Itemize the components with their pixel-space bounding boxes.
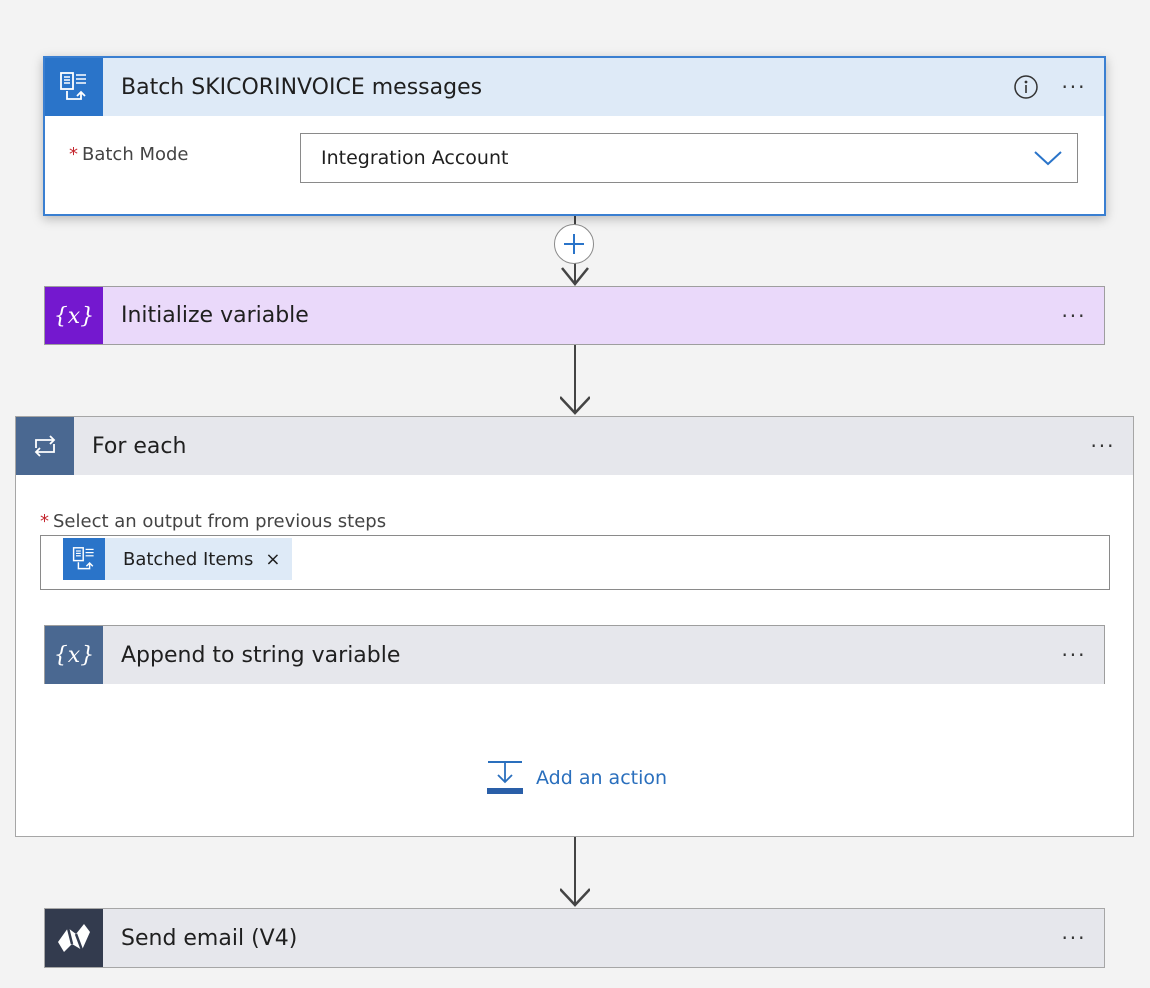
- add-action-label: Add an action: [536, 767, 668, 789]
- plus-icon: [564, 234, 584, 254]
- info-icon: [1014, 75, 1038, 99]
- svg-text:{x}: {x}: [54, 643, 94, 668]
- svg-text:{x}: {x}: [54, 304, 94, 329]
- connector-init-to-foreach: [560, 345, 590, 415]
- batch-icon: [63, 538, 105, 580]
- variable-icon: {x}: [45, 287, 103, 344]
- more-options-button[interactable]: ···: [1061, 926, 1087, 950]
- batch-mode-label: *Batch Mode: [69, 144, 189, 165]
- append-variable-card[interactable]: {x} Append to string variable ···: [44, 625, 1105, 684]
- send-email-title: Send email (V4): [121, 925, 298, 951]
- more-options-button[interactable]: ···: [1090, 434, 1116, 458]
- select-output-input[interactable]: Batched Items ×: [40, 535, 1110, 590]
- send-email-card[interactable]: Send email (V4) ···: [44, 908, 1105, 968]
- remove-token-button[interactable]: ×: [265, 548, 281, 570]
- initialize-variable-title: Initialize variable: [121, 303, 309, 328]
- send-email-header[interactable]: Send email (V4) ···: [45, 909, 1104, 967]
- batched-items-token[interactable]: Batched Items ×: [63, 538, 293, 580]
- add-action-icon: [487, 761, 523, 794]
- initialize-variable-header[interactable]: {x} Initialize variable ···: [45, 287, 1104, 344]
- select-output-label: *Select an output from previous steps: [40, 511, 387, 532]
- loop-icon: [16, 417, 74, 475]
- append-variable-title: Append to string variable: [121, 642, 401, 668]
- insert-step-button[interactable]: [554, 224, 594, 264]
- more-options-button[interactable]: ···: [1061, 303, 1087, 328]
- more-options-button[interactable]: ···: [1061, 643, 1087, 667]
- variable-icon: {x}: [45, 626, 103, 684]
- add-action-button[interactable]: Add an action: [486, 759, 667, 797]
- foreach-title: For each: [92, 433, 187, 459]
- foreach-header[interactable]: For each ···: [16, 417, 1133, 475]
- connector-foreach-to-email: [560, 837, 590, 907]
- batch-icon: [45, 58, 103, 116]
- append-variable-header[interactable]: {x} Append to string variable ···: [45, 626, 1104, 684]
- more-options-button[interactable]: ···: [1061, 75, 1087, 99]
- batch-mode-value: Integration Account: [321, 147, 509, 169]
- batch-step-header[interactable]: Batch SKICORINVOICE messages ···: [45, 58, 1104, 116]
- info-button[interactable]: [1008, 59, 1044, 115]
- batch-step-card[interactable]: Batch SKICORINVOICE messages ··· *Batch …: [43, 56, 1106, 216]
- sendgrid-icon: [45, 909, 103, 967]
- batch-step-title: Batch SKICORINVOICE messages: [121, 74, 483, 100]
- foreach-card[interactable]: For each ··· *Select an output from prev…: [15, 416, 1134, 837]
- initialize-variable-card[interactable]: {x} Initialize variable ···: [44, 286, 1105, 345]
- batch-mode-select[interactable]: Integration Account: [300, 133, 1078, 183]
- batched-items-label: Batched Items: [123, 548, 254, 570]
- chevron-down-icon: [1034, 151, 1062, 166]
